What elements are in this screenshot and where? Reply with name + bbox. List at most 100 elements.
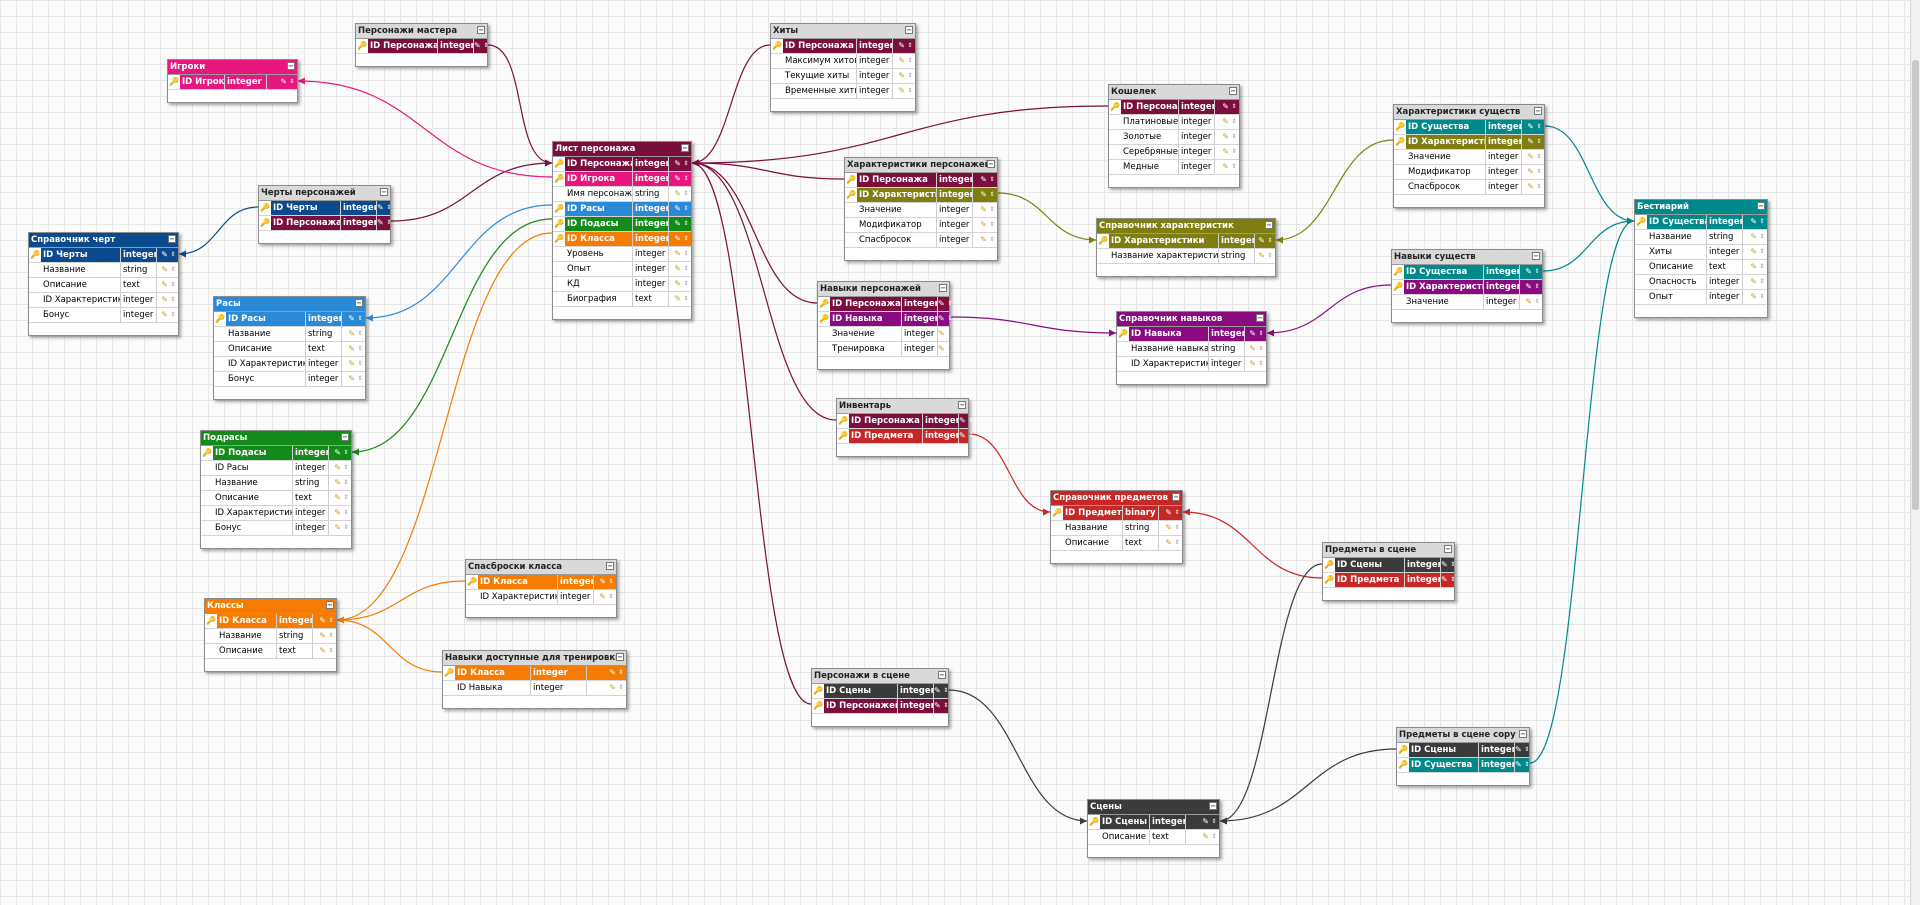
table-header[interactable]: Справочник характеристик− — [1097, 219, 1275, 234]
collapse-icon[interactable]: − — [958, 401, 966, 409]
edit-pencil-icon[interactable]: ✎ — [980, 205, 987, 214]
collapse-icon[interactable]: − — [616, 653, 624, 661]
collapse-icon[interactable]: − — [287, 62, 295, 70]
collapse-icon[interactable]: − — [1519, 730, 1527, 738]
reorder-arrows-icon[interactable]: ⇕ — [343, 509, 349, 516]
edit-pencil-icon[interactable]: ✎ — [348, 314, 355, 323]
edit-pencil-icon[interactable]: ✎ — [1258, 236, 1265, 245]
reorder-arrows-icon[interactable]: ⇕ — [1759, 218, 1765, 225]
reorder-arrows-icon[interactable]: ⇕ — [907, 87, 913, 94]
vertical-scrollbar[interactable] — [1910, 0, 1920, 905]
collapse-icon[interactable]: − — [939, 284, 947, 292]
collapse-icon[interactable]: − — [938, 671, 946, 679]
reorder-arrows-icon[interactable]: ⇕ — [1231, 118, 1237, 125]
edit-pencil-icon[interactable]: ✎ — [674, 264, 681, 273]
edit-pencil-icon[interactable]: ✎ — [898, 41, 905, 50]
table-header[interactable]: Персонажи в сцене− — [812, 669, 948, 684]
reorder-arrows-icon[interactable]: ⇕ — [683, 160, 689, 167]
edit-pencil-icon[interactable]: ✎ — [1525, 297, 1532, 306]
edit-pencil-icon[interactable]: ✎ — [161, 280, 168, 289]
edit-pencil-icon[interactable]: ✎ — [674, 189, 681, 198]
edit-pencil-icon[interactable]: ✎ — [1515, 760, 1522, 769]
edit-pencil-icon[interactable]: ✎ — [938, 314, 945, 323]
edit-pencil-icon[interactable]: ✎ — [474, 41, 481, 50]
reorder-arrows-icon[interactable]: ⇕ — [1211, 818, 1217, 825]
table-header[interactable]: Лист персонажа− — [553, 142, 691, 157]
edit-pencil-icon[interactable]: ✎ — [1750, 262, 1757, 271]
collapse-icon[interactable]: − — [1172, 493, 1180, 501]
collapse-icon[interactable]: − — [380, 188, 388, 196]
reorder-arrows-icon[interactable]: ⇕ — [683, 175, 689, 182]
collapse-icon[interactable]: − — [341, 433, 349, 441]
edit-pencil-icon[interactable]: ✎ — [1525, 267, 1532, 276]
reorder-arrows-icon[interactable]: ⇕ — [1174, 509, 1180, 516]
reorder-arrows-icon[interactable]: ⇕ — [1211, 833, 1217, 840]
reorder-arrows-icon[interactable]: ⇕ — [1534, 298, 1540, 305]
edit-pencil-icon[interactable]: ✎ — [348, 374, 355, 383]
reorder-arrows-icon[interactable]: ⇕ — [1536, 168, 1542, 175]
edit-pencil-icon[interactable]: ✎ — [1515, 745, 1522, 754]
edit-pencil-icon[interactable]: ✎ — [934, 701, 941, 710]
table-header[interactable]: Характеристики существ− — [1394, 105, 1544, 120]
table-header[interactable]: Подрасы− — [201, 431, 351, 446]
reorder-arrows-icon[interactable]: ⇕ — [1231, 163, 1237, 170]
collapse-icon[interactable]: − — [1229, 87, 1237, 95]
reorder-arrows-icon[interactable]: ⇕ — [328, 617, 334, 624]
reorder-arrows-icon[interactable]: ⇕ — [989, 206, 995, 213]
table-header[interactable]: Предметы в сцене− — [1323, 543, 1454, 558]
reorder-arrows-icon[interactable]: ⇕ — [343, 464, 349, 471]
edit-pencil-icon[interactable]: ✎ — [1222, 162, 1229, 171]
edit-pencil-icon[interactable]: ✎ — [334, 448, 341, 457]
reorder-arrows-icon[interactable]: ⇕ — [683, 280, 689, 287]
edit-pencil-icon[interactable]: ✎ — [1441, 560, 1448, 569]
reorder-arrows-icon[interactable]: ⇕ — [1536, 183, 1542, 190]
edit-pencil-icon[interactable]: ✎ — [348, 329, 355, 338]
reorder-arrows-icon[interactable]: ⇕ — [608, 578, 614, 585]
edit-pencil-icon[interactable]: ✎ — [1202, 817, 1209, 826]
reorder-arrows-icon[interactable]: ⇕ — [618, 684, 624, 691]
reorder-arrows-icon[interactable]: ⇕ — [1258, 345, 1264, 352]
table-navyki-dostupnye[interactable]: Навыки доступные для тренировки−🔑ID Клас… — [442, 650, 627, 709]
edit-pencil-icon[interactable]: ✎ — [674, 204, 681, 213]
edit-pencil-icon[interactable]: ✎ — [161, 295, 168, 304]
table-header[interactable]: Персонажи мастера− — [356, 24, 487, 39]
reorder-arrows-icon[interactable]: ⇕ — [1759, 293, 1765, 300]
reorder-arrows-icon[interactable]: ⇕ — [1534, 283, 1540, 290]
reorder-arrows-icon[interactable]: ⇕ — [386, 219, 392, 226]
edit-pencil-icon[interactable]: ✎ — [1750, 217, 1757, 226]
edit-pencil-icon[interactable]: ✎ — [1750, 232, 1757, 241]
edit-pencil-icon[interactable]: ✎ — [980, 220, 987, 229]
reorder-arrows-icon[interactable]: ⇕ — [943, 687, 949, 694]
reorder-arrows-icon[interactable]: ⇕ — [328, 647, 334, 654]
reorder-arrows-icon[interactable]: ⇕ — [1267, 237, 1273, 244]
edit-pencil-icon[interactable]: ✎ — [674, 294, 681, 303]
